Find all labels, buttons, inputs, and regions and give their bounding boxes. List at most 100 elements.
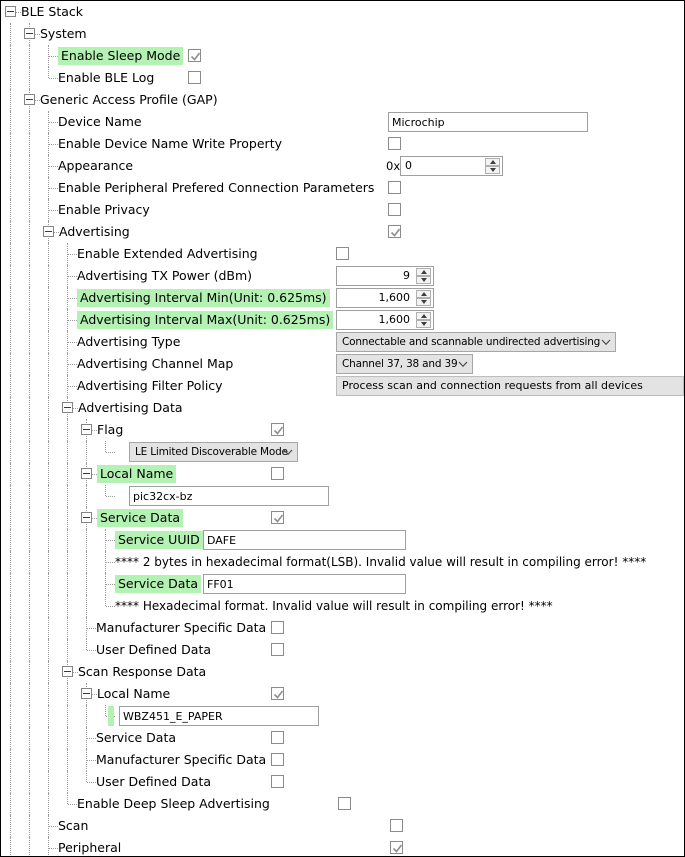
- tree-guide-line: [10, 485, 11, 507]
- check-icon: [273, 514, 284, 523]
- tree-guide-line: [49, 122, 58, 123]
- tree-expand-icon[interactable]: [81, 688, 92, 699]
- checkbox[interactable]: [271, 731, 284, 744]
- tree-row-enable-peripheral-prefered-connection-pa: Enable Peripheral Prefered Connection Pa…: [1, 177, 684, 199]
- tree-guide-line: [86, 727, 87, 749]
- checkbox[interactable]: [388, 225, 401, 238]
- checkbox[interactable]: [390, 819, 403, 832]
- checkbox[interactable]: [271, 753, 284, 766]
- text-input[interactable]: [129, 486, 329, 506]
- tree-node-label[interactable]: Flag: [97, 422, 124, 437]
- text-input[interactable]: [119, 706, 319, 726]
- tree-expand-icon[interactable]: [81, 512, 92, 523]
- tree-guide-line: [48, 727, 49, 749]
- tree-guide-line: [67, 529, 68, 551]
- tree-guide-line: [49, 188, 58, 189]
- tree-row-device-name: Device Name: [1, 111, 684, 133]
- tree-guide-line: [67, 727, 68, 749]
- tree-node-label[interactable]: Local Name: [97, 465, 177, 483]
- checkbox[interactable]: [271, 643, 284, 656]
- checkbox[interactable]: [188, 71, 201, 84]
- tree-row-enable-device-name-write-property: Enable Device Name Write Property: [1, 133, 684, 155]
- tree-node-label[interactable]: Advertising: [59, 224, 130, 239]
- tree-node-label[interactable]: Local Name: [97, 686, 171, 701]
- tree-expand-icon[interactable]: [62, 402, 73, 413]
- tree-guide-line: [48, 815, 49, 837]
- tree-node-label[interactable]: Scan Response Data: [78, 664, 207, 679]
- tree-guide-line: [86, 749, 87, 771]
- text-input[interactable]: [388, 112, 588, 132]
- tree-expand-icon[interactable]: [81, 468, 92, 479]
- chevron-down-icon: [601, 339, 611, 346]
- tree-guide-line: [10, 375, 11, 397]
- checkbox[interactable]: [271, 687, 284, 700]
- checkbox[interactable]: [271, 621, 284, 634]
- tree-expand-icon[interactable]: [5, 6, 16, 17]
- tree-guide-line: [10, 265, 11, 287]
- tree-guide-line: [48, 199, 49, 221]
- number-spinner[interactable]: 1,600: [336, 288, 434, 308]
- checkbox[interactable]: [271, 467, 284, 480]
- tree-row-advertising-tx-power-dbm: Advertising TX Power (dBm)9: [1, 265, 684, 287]
- spinner-up-icon[interactable]: [416, 268, 431, 276]
- tree-expand-icon[interactable]: [81, 424, 92, 435]
- spinner-down-icon[interactable]: [416, 320, 431, 328]
- spinner-down-icon[interactable]: [485, 166, 500, 174]
- tree-node-label: Enable Sleep Mode: [58, 47, 184, 65]
- tree-guide-line: [29, 837, 30, 856]
- tree-guide-line: [10, 309, 11, 331]
- tree-node-label[interactable]: BLE Stack: [21, 4, 84, 19]
- dropdown[interactable]: LE Limited Discoverable Mode: [129, 442, 298, 462]
- tree-node-label[interactable]: System: [40, 26, 87, 41]
- checkbox[interactable]: [271, 511, 284, 524]
- tree-expand-icon[interactable]: [43, 226, 54, 237]
- tree-row-system: System: [1, 23, 684, 45]
- checkbox[interactable]: [271, 423, 284, 436]
- dropdown[interactable]: Connectable and scannable undirected adv…: [336, 332, 616, 352]
- tree-guide-line: [68, 320, 77, 321]
- number-spinner[interactable]: 9: [336, 266, 434, 286]
- tree-guide-line: [106, 496, 115, 497]
- checkbox[interactable]: [388, 137, 401, 150]
- tree-guide-line: [29, 617, 30, 639]
- dropdown[interactable]: Channel 37, 38 and 39: [336, 354, 473, 374]
- number-spinner[interactable]: 1,600: [336, 310, 434, 330]
- spinner-up-icon[interactable]: [416, 312, 431, 320]
- tree-guide-line: [29, 397, 30, 419]
- spinner-down-icon[interactable]: [416, 298, 431, 306]
- tree-node-label[interactable]: Advertising Data: [78, 400, 183, 415]
- spinner-up-icon[interactable]: [416, 290, 431, 298]
- tree-guide-line: [49, 166, 58, 167]
- tree-guide-line: [10, 529, 11, 551]
- tree-row-value-22: [1, 485, 684, 507]
- tree-node-label[interactable]: Service Data: [97, 509, 184, 527]
- tree-row-enable-privacy: Enable Privacy: [1, 199, 684, 221]
- tree-node-label[interactable]: Generic Access Profile (GAP): [40, 92, 218, 107]
- tree-guide-line: [92, 430, 97, 431]
- checkbox[interactable]: [188, 49, 201, 62]
- checkbox[interactable]: [388, 203, 401, 216]
- checkbox[interactable]: [388, 181, 401, 194]
- tree-expand-icon[interactable]: [24, 28, 35, 39]
- spinner-up-icon[interactable]: [485, 158, 500, 166]
- tree-guide-line: [87, 628, 96, 629]
- tree-row-advertising-data: Advertising Data: [1, 397, 684, 419]
- tree-guide-line: [105, 705, 106, 716]
- chevron-down-icon: [458, 361, 468, 368]
- tree-guide-line: [29, 331, 30, 353]
- spinner-down-icon[interactable]: [416, 276, 431, 284]
- tree-expand-icon[interactable]: [24, 94, 35, 105]
- checkbox[interactable]: [271, 775, 284, 788]
- checkbox[interactable]: [336, 247, 349, 260]
- text-input[interactable]: [203, 530, 406, 550]
- number-spinner[interactable]: 0: [400, 156, 503, 176]
- tree-guide-line: [86, 617, 87, 639]
- checkbox[interactable]: [338, 797, 351, 810]
- checkbox[interactable]: [390, 841, 403, 854]
- text-input[interactable]: [203, 574, 406, 594]
- tree-guide-line: [67, 243, 68, 265]
- tree-guide-line: [49, 210, 58, 211]
- tree-guide-line: [67, 771, 68, 793]
- tree-expand-icon[interactable]: [62, 666, 73, 677]
